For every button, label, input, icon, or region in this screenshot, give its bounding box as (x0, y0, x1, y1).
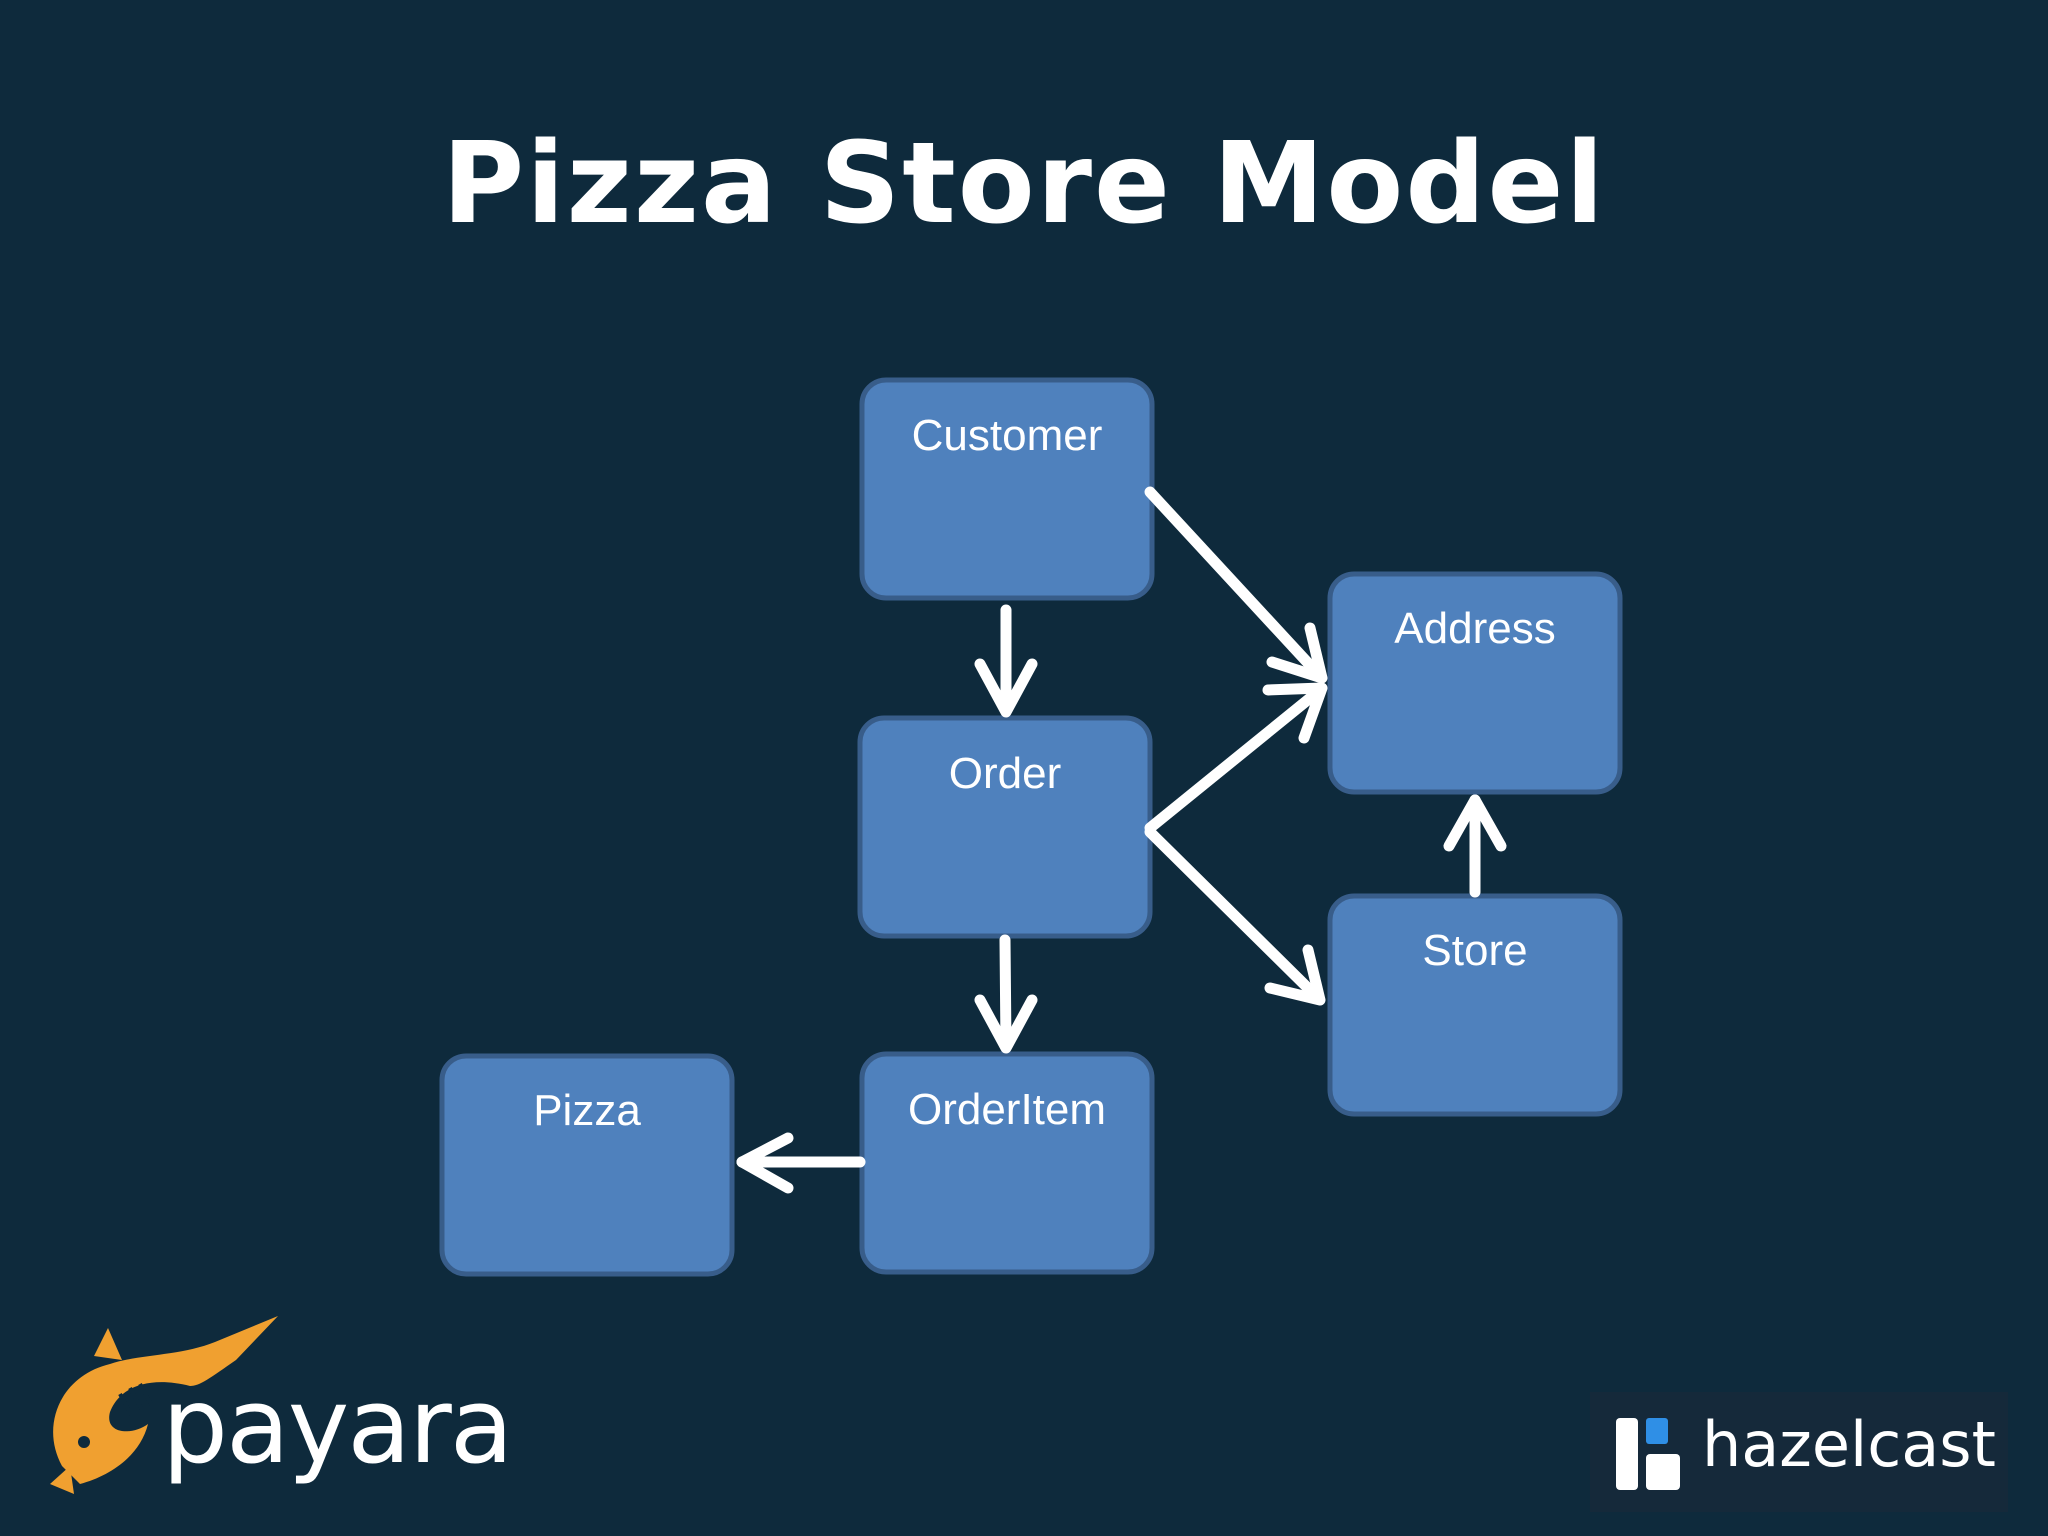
payara-wordmark: payara (162, 1365, 514, 1487)
node-label: Store (1422, 926, 1527, 975)
hazelcast-logo: hazelcast (1590, 1392, 2008, 1512)
node-label: OrderItem (908, 1085, 1106, 1134)
payara-fish-icon (50, 1316, 278, 1494)
arrow-order-item-to-pizza (736, 1132, 866, 1194)
arrow-store-to-address (1443, 794, 1507, 898)
hazelcast-blocks-icon (1616, 1418, 1680, 1490)
node-label: Address (1394, 604, 1555, 653)
node-store[interactable]: Store (1327, 893, 1623, 1117)
node-label: Pizza (533, 1086, 641, 1135)
node-address[interactable]: Address (1327, 571, 1623, 795)
node-customer[interactable]: Customer (859, 377, 1155, 601)
arrow-customer-to-address (1144, 486, 1328, 684)
node-label: Customer (912, 411, 1103, 460)
arrow-order-to-order-item (974, 934, 1038, 1054)
hazelcast-wordmark: hazelcast (1702, 1408, 1996, 1481)
slide-title: Pizza Store Model (442, 119, 1606, 249)
node-pizza[interactable]: Pizza (439, 1053, 735, 1277)
arrow-customer-to-order (974, 604, 1038, 718)
node-order-item[interactable]: OrderItem (859, 1051, 1155, 1275)
node-order[interactable]: Order (857, 715, 1153, 939)
arrow-order-to-address (1144, 682, 1328, 834)
node-label: Order (949, 749, 1061, 798)
payara-logo (50, 1316, 278, 1494)
arrow-order-to-store (1144, 826, 1326, 1006)
